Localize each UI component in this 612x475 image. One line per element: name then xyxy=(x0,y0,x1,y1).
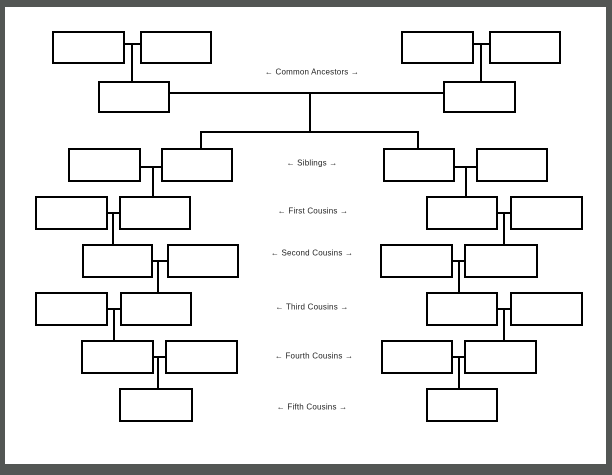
connector-line xyxy=(112,213,114,244)
connector-line xyxy=(458,357,460,388)
connector-line xyxy=(309,93,311,132)
left-siblings-box-2 xyxy=(161,148,233,182)
connector-line xyxy=(200,132,202,148)
label-fifth-cousins: ← Fifth Cousins → xyxy=(276,402,348,412)
label-siblings: ← Siblings → xyxy=(286,158,338,168)
common-ancestor-left-box xyxy=(98,81,170,113)
label-third-cousins: ← Third Cousins → xyxy=(275,302,349,312)
left-first-cousins-box-1 xyxy=(35,196,108,230)
connector-line xyxy=(113,309,115,340)
connector-line xyxy=(503,309,505,340)
left-fourth-cousins-box-1 xyxy=(81,340,154,374)
connector-line xyxy=(153,260,167,262)
chart-page: ← Common Ancestors → ← Siblings → ← Firs… xyxy=(5,7,606,464)
connector-line xyxy=(503,213,505,244)
left-grandparent-box-1 xyxy=(52,31,125,64)
left-second-cousins-box-1 xyxy=(82,244,153,278)
connector-line xyxy=(141,166,161,168)
left-fourth-cousins-box-2 xyxy=(165,340,238,374)
connector-line xyxy=(157,261,159,292)
label-first-cousins: ← First Cousins → xyxy=(277,206,349,216)
right-siblings-box-2 xyxy=(476,148,548,182)
label-common-ancestors: ← Common Ancestors → xyxy=(264,67,360,77)
right-fifth-cousins-box xyxy=(426,388,498,422)
right-third-cousins-box-2 xyxy=(510,292,583,326)
left-third-cousins-box-1 xyxy=(35,292,108,326)
left-first-cousins-box-2 xyxy=(119,196,191,230)
left-second-cousins-box-2 xyxy=(167,244,239,278)
connector-line xyxy=(480,44,482,81)
label-fourth-cousins: ← Fourth Cousins → xyxy=(274,351,354,361)
right-second-cousins-box-2 xyxy=(464,244,538,278)
left-grandparent-box-2 xyxy=(140,31,212,64)
right-first-cousins-box-2 xyxy=(510,196,583,230)
right-second-cousins-box-1 xyxy=(380,244,453,278)
right-fourth-cousins-box-1 xyxy=(381,340,453,374)
left-third-cousins-box-2 xyxy=(120,292,192,326)
connector-line xyxy=(200,131,419,133)
connector-line xyxy=(152,167,154,196)
connector-line xyxy=(417,132,419,148)
right-third-cousins-box-1 xyxy=(426,292,498,326)
left-siblings-box-1 xyxy=(68,148,141,182)
connector-line xyxy=(131,44,133,81)
left-fifth-cousins-box xyxy=(119,388,193,422)
right-grandparent-box-2 xyxy=(489,31,561,64)
connector-line xyxy=(170,92,443,94)
connector-line xyxy=(458,261,460,292)
right-fourth-cousins-box-2 xyxy=(464,340,537,374)
right-siblings-box-1 xyxy=(383,148,455,182)
right-grandparent-box-1 xyxy=(401,31,474,64)
connector-line xyxy=(154,356,165,358)
right-first-cousins-box-1 xyxy=(426,196,498,230)
connector-line xyxy=(465,167,467,196)
common-ancestor-right-box xyxy=(443,81,516,113)
label-second-cousins: ← Second Cousins → xyxy=(270,248,354,258)
connector-line xyxy=(157,357,159,388)
